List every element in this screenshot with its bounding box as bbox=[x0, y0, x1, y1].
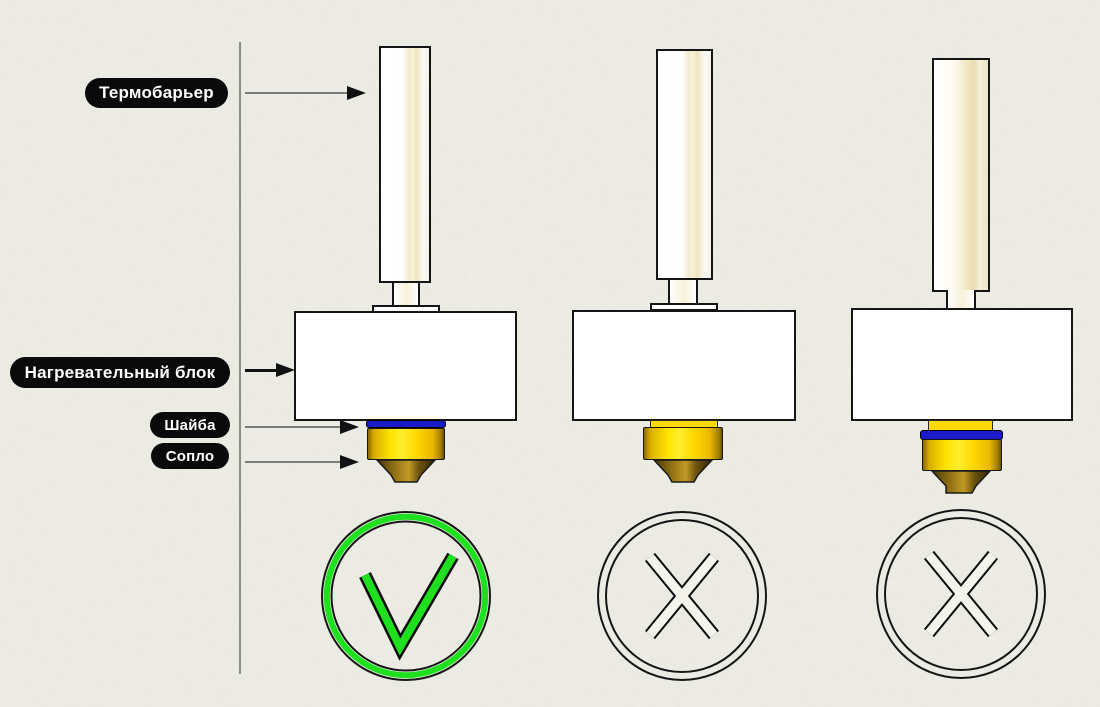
thermal-barrier-neck bbox=[946, 290, 976, 310]
nozzle-hex bbox=[643, 427, 723, 460]
thermal-barrier-tube bbox=[656, 49, 713, 280]
arrow-line bbox=[245, 92, 349, 94]
arrow-line bbox=[245, 461, 342, 463]
label-thermal-barrier: Термобарьер bbox=[85, 78, 228, 108]
nozzle-hex bbox=[922, 439, 1002, 471]
thermal-barrier-neck bbox=[668, 280, 698, 305]
thermal-barrier-neck bbox=[392, 283, 420, 307]
label-washer: Шайба bbox=[150, 412, 230, 438]
nozzle-hex bbox=[367, 428, 445, 460]
cross-icon bbox=[876, 509, 1046, 679]
cross-icon bbox=[597, 511, 767, 681]
arrow-line bbox=[245, 426, 342, 428]
arrow-line bbox=[245, 369, 279, 372]
arrow-head-icon bbox=[340, 455, 359, 469]
nozzle-tip bbox=[930, 470, 992, 494]
arrow-head-icon bbox=[276, 363, 295, 377]
divider-line bbox=[239, 42, 241, 674]
washer bbox=[366, 420, 446, 428]
heater-block bbox=[294, 311, 517, 421]
nozzle-tip bbox=[375, 459, 437, 483]
thermal-barrier-tube bbox=[932, 58, 990, 292]
arrow-head-icon bbox=[340, 420, 359, 434]
checkmark-icon bbox=[321, 511, 491, 681]
arrow-head-icon bbox=[347, 86, 366, 100]
thermal-barrier-tube bbox=[379, 46, 431, 283]
label-heater-block: Нагревательный блок bbox=[10, 357, 230, 388]
nozzle-tip bbox=[652, 459, 714, 483]
heater-block bbox=[572, 310, 796, 421]
label-nozzle: Сопло bbox=[151, 443, 229, 469]
heater-block bbox=[851, 308, 1073, 421]
